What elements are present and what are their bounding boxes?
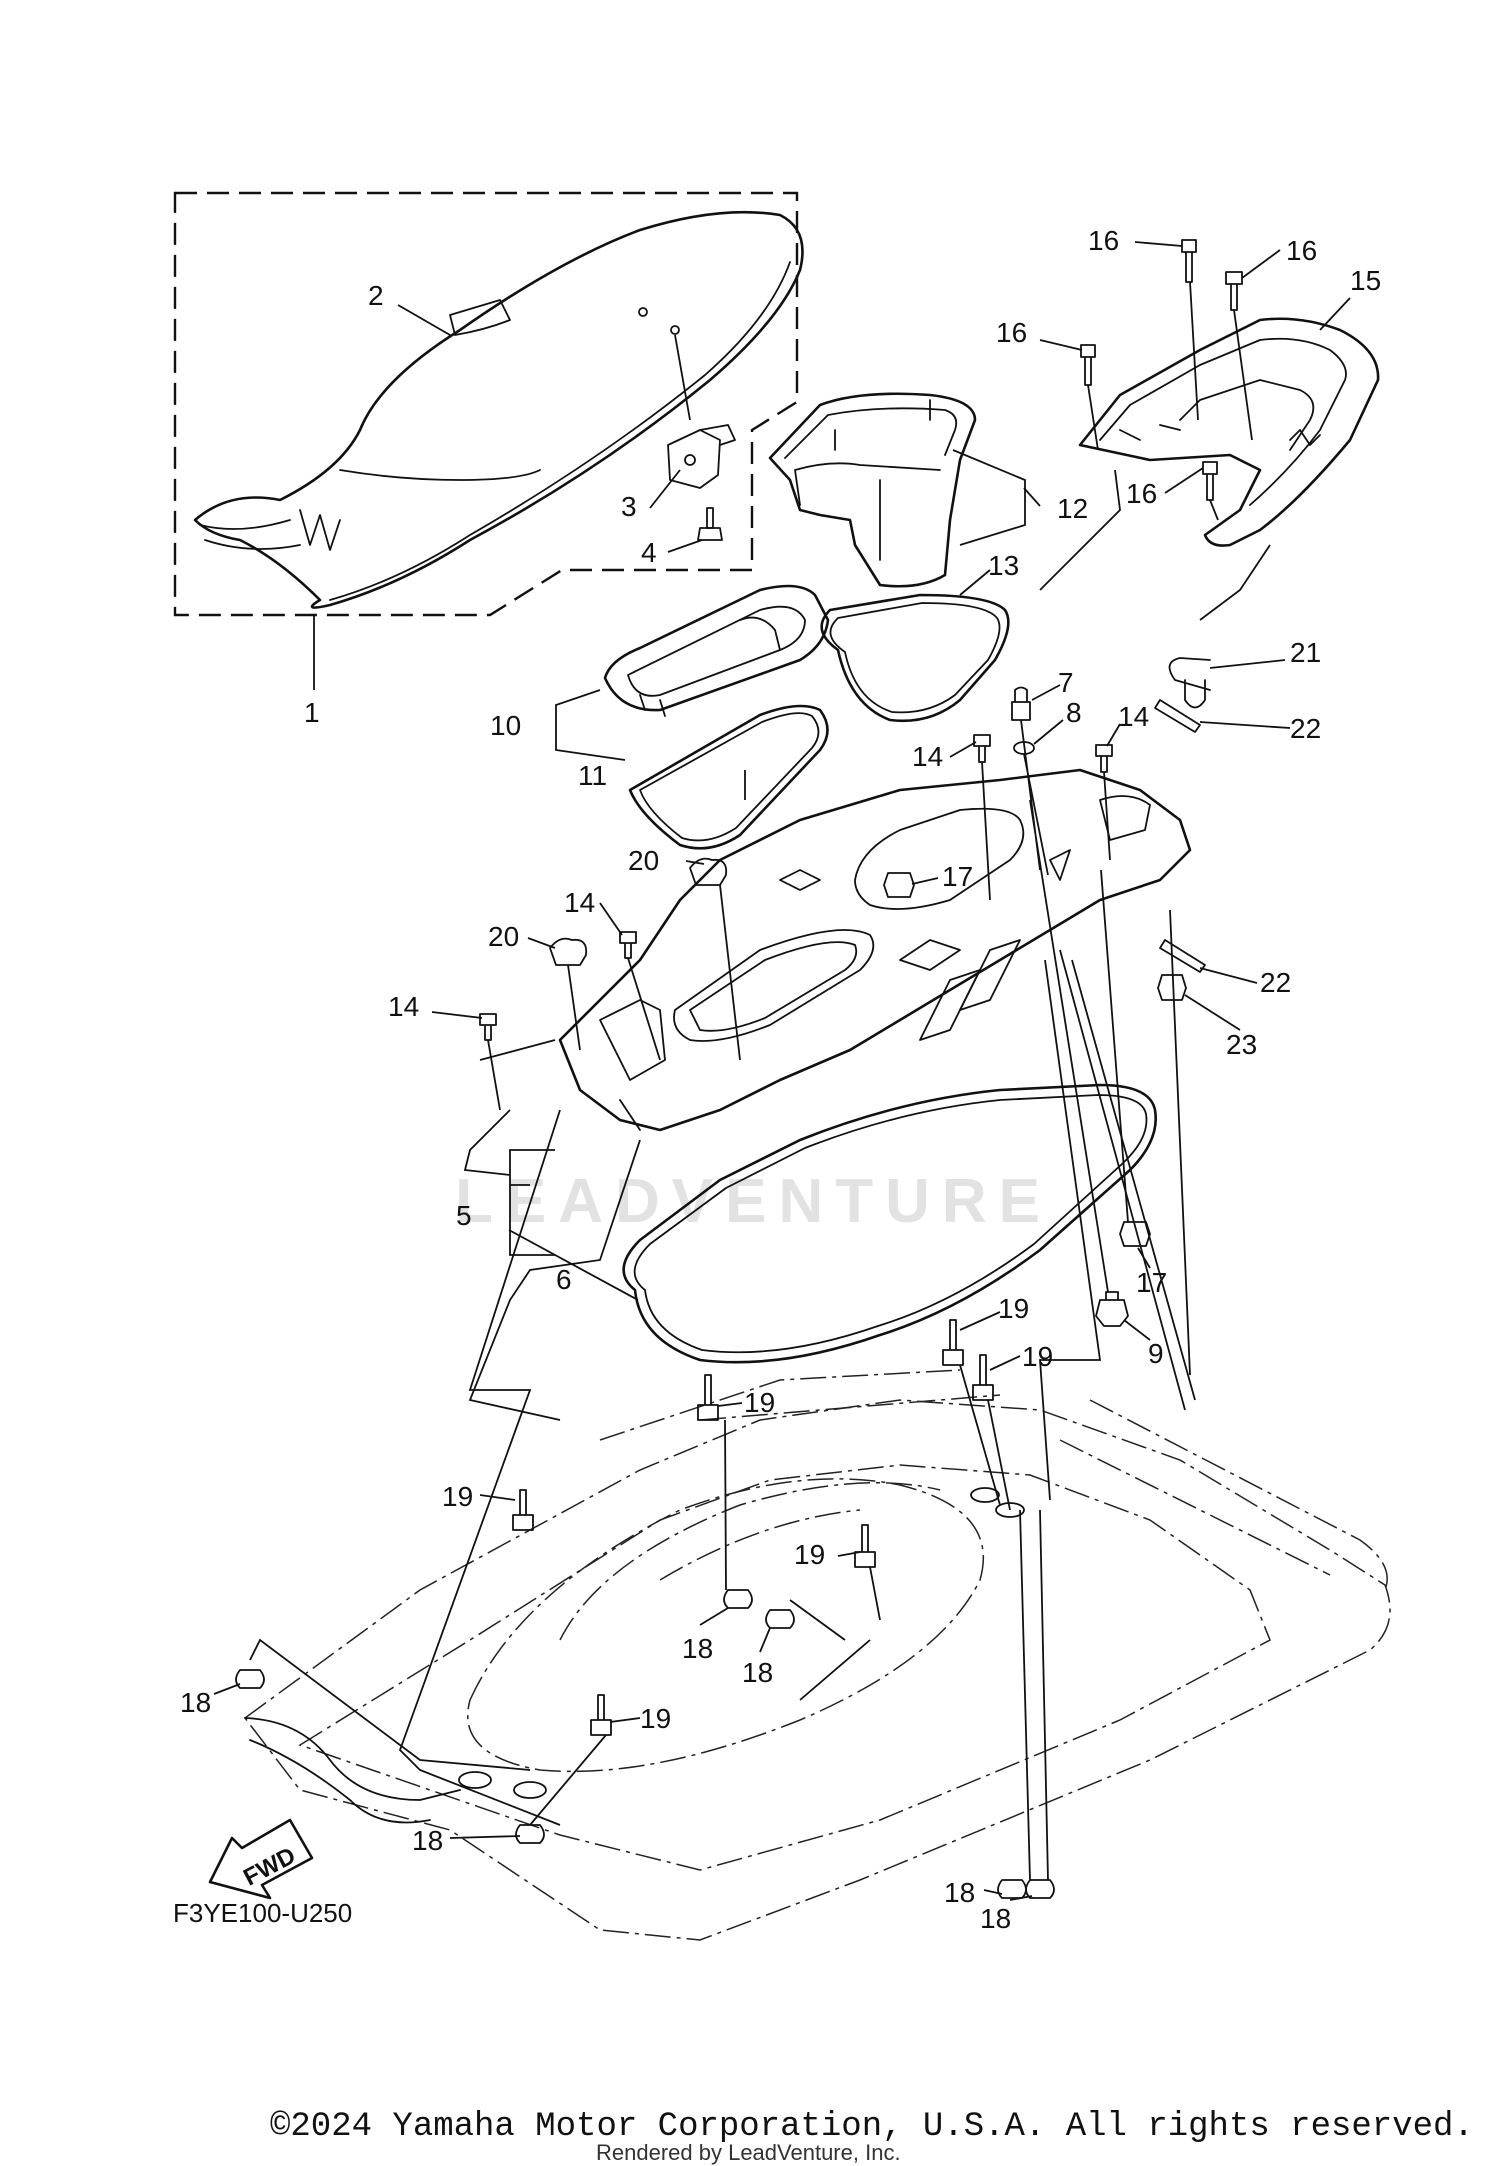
- label-part-18b: 18: [742, 1657, 773, 1688]
- label-part-17a: 17: [942, 861, 973, 892]
- seat-assembly-box: [173, 191, 799, 617]
- deck-gasket: [622, 1083, 1157, 1364]
- label-part-16c: 16: [996, 317, 1027, 348]
- label-part-3: 3: [621, 491, 637, 522]
- label-part-21: 21: [1290, 637, 1321, 668]
- label-part-23: 23: [1226, 1029, 1257, 1060]
- label-part-11: 11: [578, 760, 607, 791]
- label-part-2: 2: [368, 280, 384, 311]
- storage-gasket: [820, 593, 1010, 723]
- fwd-label: FWD: [239, 1842, 300, 1891]
- label-part-7: 7: [1058, 667, 1074, 698]
- label-part-18d: 18: [412, 1825, 443, 1856]
- label-part-19a: 19: [998, 1293, 1029, 1324]
- hatch-gasket: [628, 704, 829, 850]
- label-part-19f: 19: [640, 1703, 671, 1734]
- diagram-code: F3YE100-U250: [173, 1898, 352, 1928]
- seat-bolt: [697, 507, 723, 541]
- label-part-1: 1: [304, 697, 320, 728]
- label-part-10: 10: [490, 710, 521, 741]
- label-part-22b: 22: [1260, 967, 1291, 998]
- label-part-16d: 16: [1126, 478, 1157, 509]
- label-part-14c: 14: [564, 887, 595, 918]
- fwd-arrow-icon: FWD: [208, 1818, 314, 1900]
- label-part-14a: 14: [912, 741, 943, 772]
- seat-hook-bracket: [667, 424, 736, 489]
- label-part-18e: 18: [944, 1877, 975, 1908]
- label-part-12: 12: [1057, 493, 1088, 524]
- hull-outline: [243, 1369, 1391, 1941]
- label-part-14d: 14: [388, 991, 419, 1022]
- label-part-19c: 19: [744, 1387, 775, 1418]
- label-part-17b: 17: [1136, 1267, 1167, 1298]
- watermark: LEADVENTURE: [455, 1167, 1052, 1236]
- label-part-8: 8: [1066, 697, 1082, 728]
- hatch-frame: [555, 584, 830, 761]
- rear-handle: [1039, 317, 1380, 621]
- label-part-16a: 16: [1088, 225, 1119, 256]
- label-part-20a: 20: [628, 845, 659, 876]
- label-part-22a: 22: [1290, 713, 1321, 744]
- label-part-20b: 20: [488, 921, 519, 952]
- label-part-16b: 16: [1286, 235, 1317, 266]
- label-part-19e: 19: [794, 1539, 825, 1570]
- label-part-18c: 18: [180, 1687, 211, 1718]
- label-part-5: 5: [456, 1200, 472, 1231]
- rendered-by-credit: Rendered by LeadVenture, Inc.: [596, 2140, 901, 2165]
- label-part-15: 15: [1350, 265, 1381, 296]
- copyright-notice: ©2024 Yamaha Motor Corporation, U.S.A. A…: [270, 2108, 1474, 2146]
- callout-leaders: [213, 241, 1351, 1901]
- label-part-14b: 14: [1118, 701, 1149, 732]
- storage-box: [768, 392, 1026, 588]
- part-labels: 1 2 3 4 5 6 7 8 9 10 11 12 13 14 14 14 1…: [180, 225, 1381, 1934]
- label-part-13: 13: [988, 550, 1019, 581]
- label-part-9: 9: [1148, 1338, 1164, 1369]
- label-part-18a: 18: [682, 1633, 713, 1664]
- label-part-19b: 19: [1022, 1341, 1053, 1372]
- label-part-6: 6: [556, 1264, 572, 1295]
- label-part-18f: 18: [980, 1903, 1011, 1934]
- seat: [193, 210, 804, 609]
- hardware: [235, 239, 1253, 1899]
- label-part-19d: 19: [442, 1481, 473, 1512]
- label-part-4: 4: [641, 537, 657, 568]
